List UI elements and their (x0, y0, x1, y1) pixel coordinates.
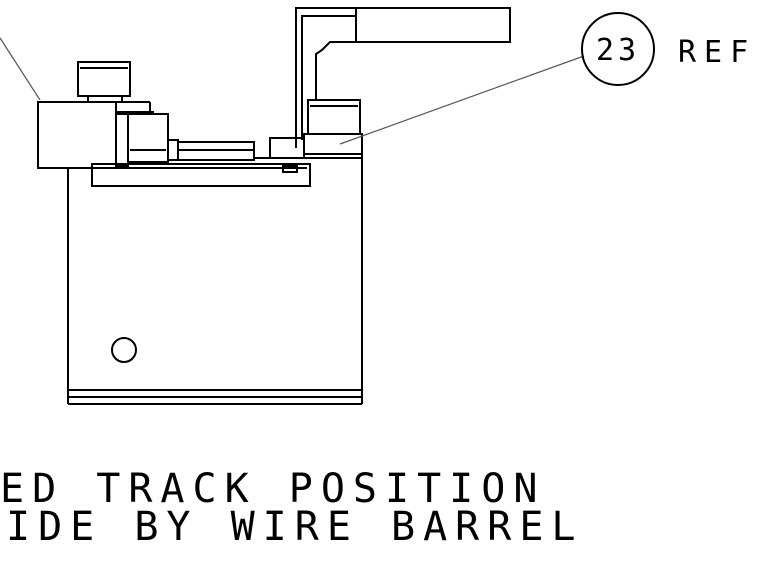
handle-lever (295, 7, 511, 148)
balloon-number: 23 (596, 33, 640, 68)
balloon-ref-label: REF (678, 35, 756, 70)
right-screw (303, 99, 363, 155)
mounting-hole (111, 337, 137, 363)
balloon-circle (581, 12, 655, 86)
balloon-leader-line (339, 55, 585, 145)
left-block (37, 101, 154, 169)
left-screw (77, 61, 131, 102)
clamp-parts (115, 113, 362, 167)
note-line-2: IDE BY WIRE BARREL (6, 504, 583, 550)
top-plate (91, 163, 311, 187)
main-body (67, 150, 363, 405)
note-line-1: ED TRACK POSITION (0, 466, 545, 512)
leader-line-top-left (0, 37, 41, 101)
